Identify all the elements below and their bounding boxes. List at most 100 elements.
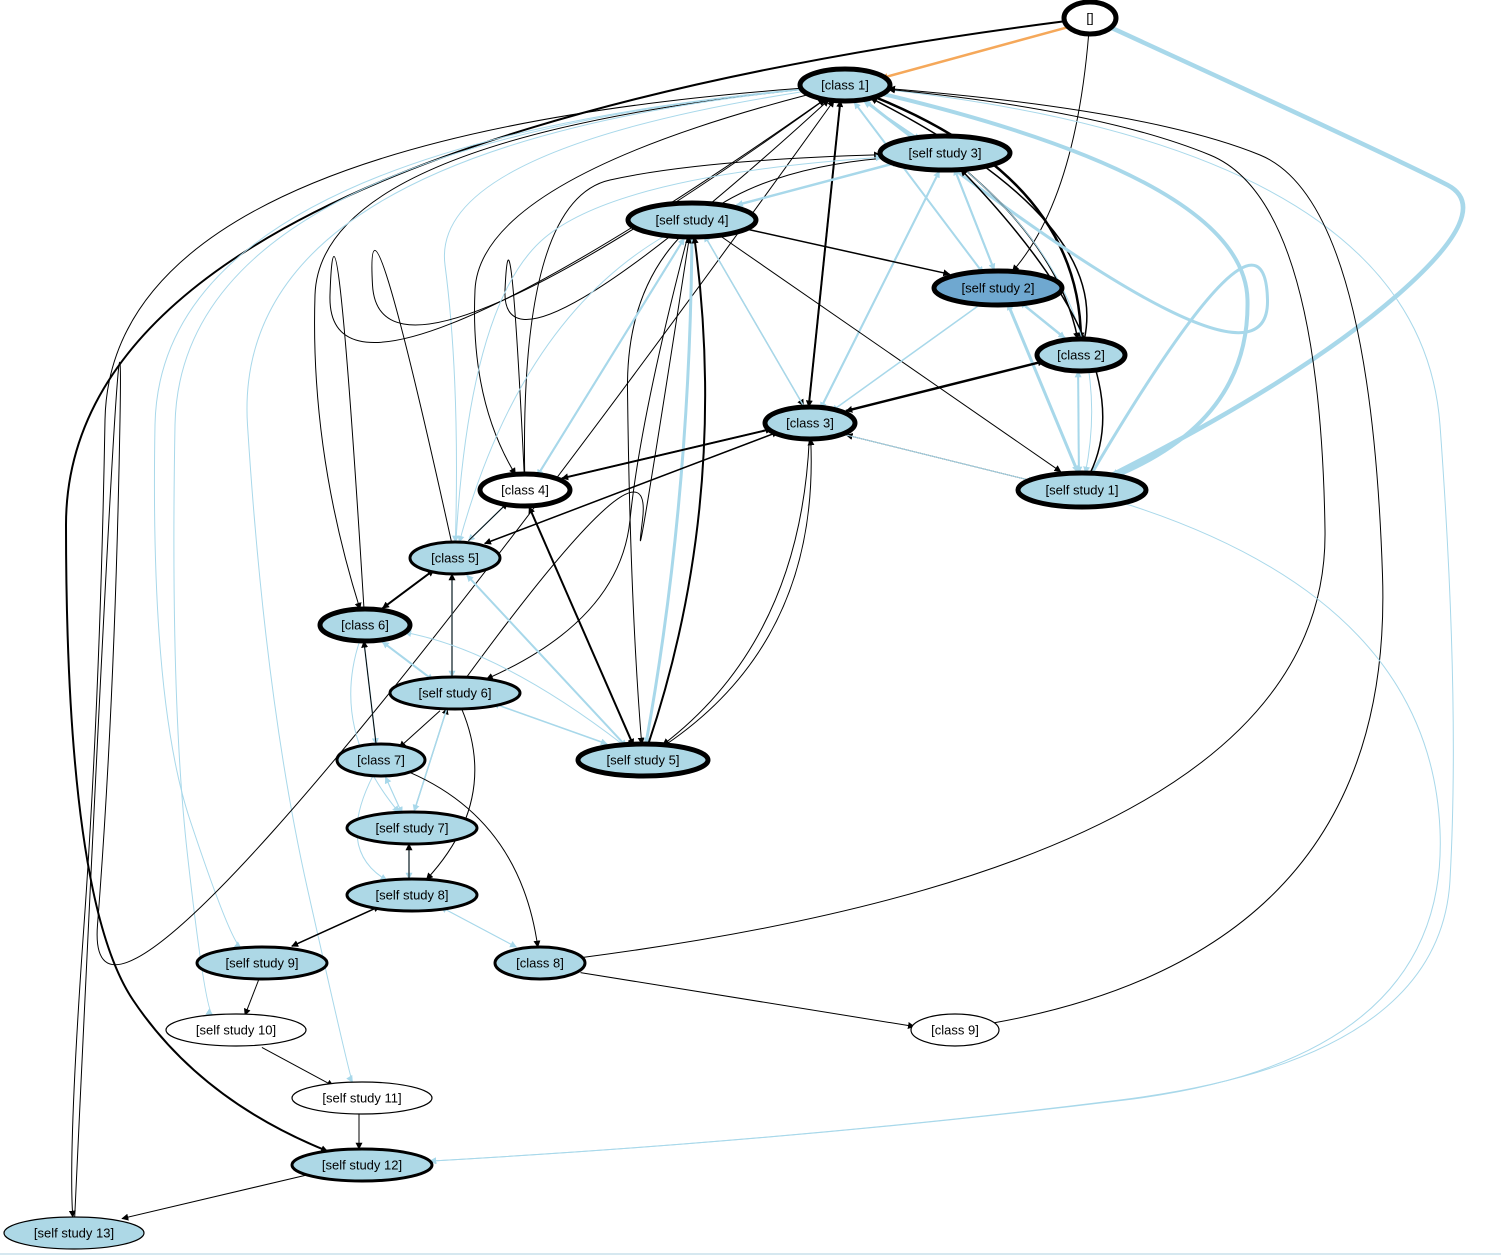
node-label: [self study 8] bbox=[376, 888, 449, 903]
node-c4[interactable]: [class 4] bbox=[477, 471, 573, 509]
edge-ss5-to-c6 bbox=[404, 630, 624, 746]
node-shape bbox=[910, 1013, 1000, 1047]
edge-ss1-to-ss2 bbox=[1006, 303, 1079, 473]
edge-start-to-ss2 bbox=[1012, 33, 1090, 272]
node-shape bbox=[345, 810, 479, 846]
edge-c3-to-c2 bbox=[845, 359, 1045, 412]
edge-ss4-to-ss6 bbox=[485, 236, 689, 680]
edge-start-to-ss12 bbox=[64, 20, 1065, 1153]
node-c2[interactable]: [class 2] bbox=[1034, 336, 1128, 374]
node-label: [self study 6] bbox=[419, 686, 492, 701]
node-ss4[interactable]: [self study 4] bbox=[625, 200, 759, 240]
edge-ss5-to-c5 bbox=[466, 574, 627, 747]
node-c1[interactable]: [class 1] bbox=[797, 66, 893, 104]
node-label: [self study 2] bbox=[962, 281, 1035, 296]
node-ss9[interactable]: [self study 9] bbox=[195, 945, 329, 981]
edge-c1-to-c2 bbox=[874, 95, 1085, 340]
node-shape bbox=[1061, 0, 1119, 37]
node-shape bbox=[335, 742, 427, 778]
edge-c3-to-ss4 bbox=[703, 234, 805, 407]
edge-c4-to-ss3 bbox=[523, 151, 882, 475]
node-label: [self study 11] bbox=[322, 1091, 401, 1106]
edge-ss5-to-ss6 bbox=[492, 702, 608, 745]
edge-ss5-to-c4 bbox=[528, 506, 634, 746]
edge-c1-to-ss12 bbox=[429, 89, 1454, 1165]
node-ss6[interactable]: [self study 6] bbox=[388, 675, 522, 711]
edge-ss9-to-ss10 bbox=[244, 979, 260, 1016]
edge-ss3-to-ss1 bbox=[963, 168, 1093, 474]
node-ss5[interactable]: [self study 5] bbox=[575, 741, 711, 779]
node-ss11[interactable]: [self study 11] bbox=[291, 1081, 433, 1115]
edge-ss6-to-c6 bbox=[381, 641, 434, 681]
node-ss13[interactable]: [self study 13] bbox=[3, 1216, 145, 1250]
node-label: [class 8] bbox=[516, 956, 564, 971]
edge-c8-to-ss8 bbox=[440, 906, 517, 948]
edge-ss3-to-ss5 bbox=[626, 157, 884, 745]
node-label: [class 7] bbox=[357, 753, 405, 768]
node-shape bbox=[317, 606, 413, 644]
node-shape bbox=[165, 1013, 307, 1047]
edge-c4-to-c3 bbox=[561, 426, 773, 480]
node-label: [class 5] bbox=[431, 551, 479, 566]
node-ss1[interactable]: [self study 1] bbox=[1015, 470, 1149, 510]
node-label: [self study 13] bbox=[34, 1226, 114, 1241]
node-label: [self study 5] bbox=[607, 753, 680, 768]
node-c7[interactable]: [class 7] bbox=[335, 742, 427, 778]
bottom-rule bbox=[0, 1253, 1501, 1255]
node-shape bbox=[195, 945, 329, 981]
node-shape bbox=[290, 1147, 434, 1183]
node-shape bbox=[477, 471, 573, 509]
node-c6[interactable]: [class 6] bbox=[317, 606, 413, 644]
edge-start-to-ss1 bbox=[1109, 25, 1466, 478]
node-shape bbox=[408, 540, 502, 576]
edge-ss1-to-c1 bbox=[862, 98, 1270, 474]
node-ss12[interactable]: [self study 12] bbox=[290, 1147, 434, 1183]
edge-c1-to-ss10 bbox=[173, 88, 802, 1016]
node-ss7[interactable]: [self study 7] bbox=[345, 810, 479, 846]
edges-layer bbox=[64, 20, 1466, 1221]
edge-c3-to-ss3 bbox=[819, 170, 941, 410]
edge-c5-to-c1 bbox=[371, 98, 826, 543]
edge-ss6-to-ss8 bbox=[426, 708, 476, 880]
edge-ss5-to-ss4 bbox=[647, 236, 707, 745]
node-start[interactable]: [] bbox=[1061, 0, 1119, 37]
node-label: [] bbox=[1086, 11, 1093, 26]
edge-c9-to-c1 bbox=[888, 85, 1384, 1024]
node-c8[interactable]: [class 8] bbox=[493, 945, 587, 981]
node-shape bbox=[931, 268, 1065, 308]
node-c9[interactable]: [class 9] bbox=[910, 1013, 1000, 1047]
edge-c1-to-c4 bbox=[474, 94, 809, 475]
edge-c1-to-ss1 bbox=[881, 91, 1250, 478]
node-label: [class 6] bbox=[341, 618, 389, 633]
edge-c1-to-c5 bbox=[443, 91, 804, 543]
node-label: [class 2] bbox=[1057, 348, 1105, 363]
node-shape bbox=[291, 1081, 433, 1115]
node-c3[interactable]: [class 3] bbox=[762, 404, 858, 442]
edge-ss9-to-ss8 bbox=[291, 905, 381, 947]
edge-ss5-to-c3 bbox=[664, 438, 815, 746]
edge-c8-to-c9 bbox=[580, 972, 915, 1029]
node-shape bbox=[388, 675, 522, 711]
edge-c5-to-c3 bbox=[484, 430, 779, 544]
node-label: [class 9] bbox=[931, 1023, 979, 1038]
edge-ss13-to-c1 bbox=[74, 99, 835, 1218]
edge-ss4-to-ss2 bbox=[741, 227, 951, 277]
edge-c3-to-ss1 bbox=[846, 434, 1036, 484]
edge-c7-to-c6 bbox=[361, 640, 377, 745]
edge-ss2-to-ss3 bbox=[953, 168, 996, 271]
edge-ss7-to-c7 bbox=[384, 776, 403, 814]
edge-c6-to-ss7 bbox=[350, 640, 400, 813]
node-ss2[interactable]: [self study 2] bbox=[931, 268, 1065, 308]
node-shape bbox=[625, 200, 759, 240]
node-c5[interactable]: [class 5] bbox=[408, 540, 502, 576]
node-ss3[interactable]: [self study 3] bbox=[877, 133, 1013, 173]
edge-ss3-to-c1 bbox=[863, 101, 921, 141]
nodes-layer: [] [class 1] [self study 3] [self study 4] [… bbox=[3, 0, 1149, 1250]
node-ss8[interactable]: [self study 8] bbox=[345, 877, 479, 913]
node-label: [class 4] bbox=[501, 483, 549, 498]
node-ss10[interactable]: [self study 10] bbox=[165, 1013, 307, 1047]
edge-c1-to-ss11 bbox=[246, 89, 802, 1083]
edge-c2-to-c1 bbox=[870, 97, 1088, 340]
edge-ss2-to-c1 bbox=[853, 101, 984, 274]
edge-ss4-to-ss1 bbox=[716, 232, 1062, 473]
